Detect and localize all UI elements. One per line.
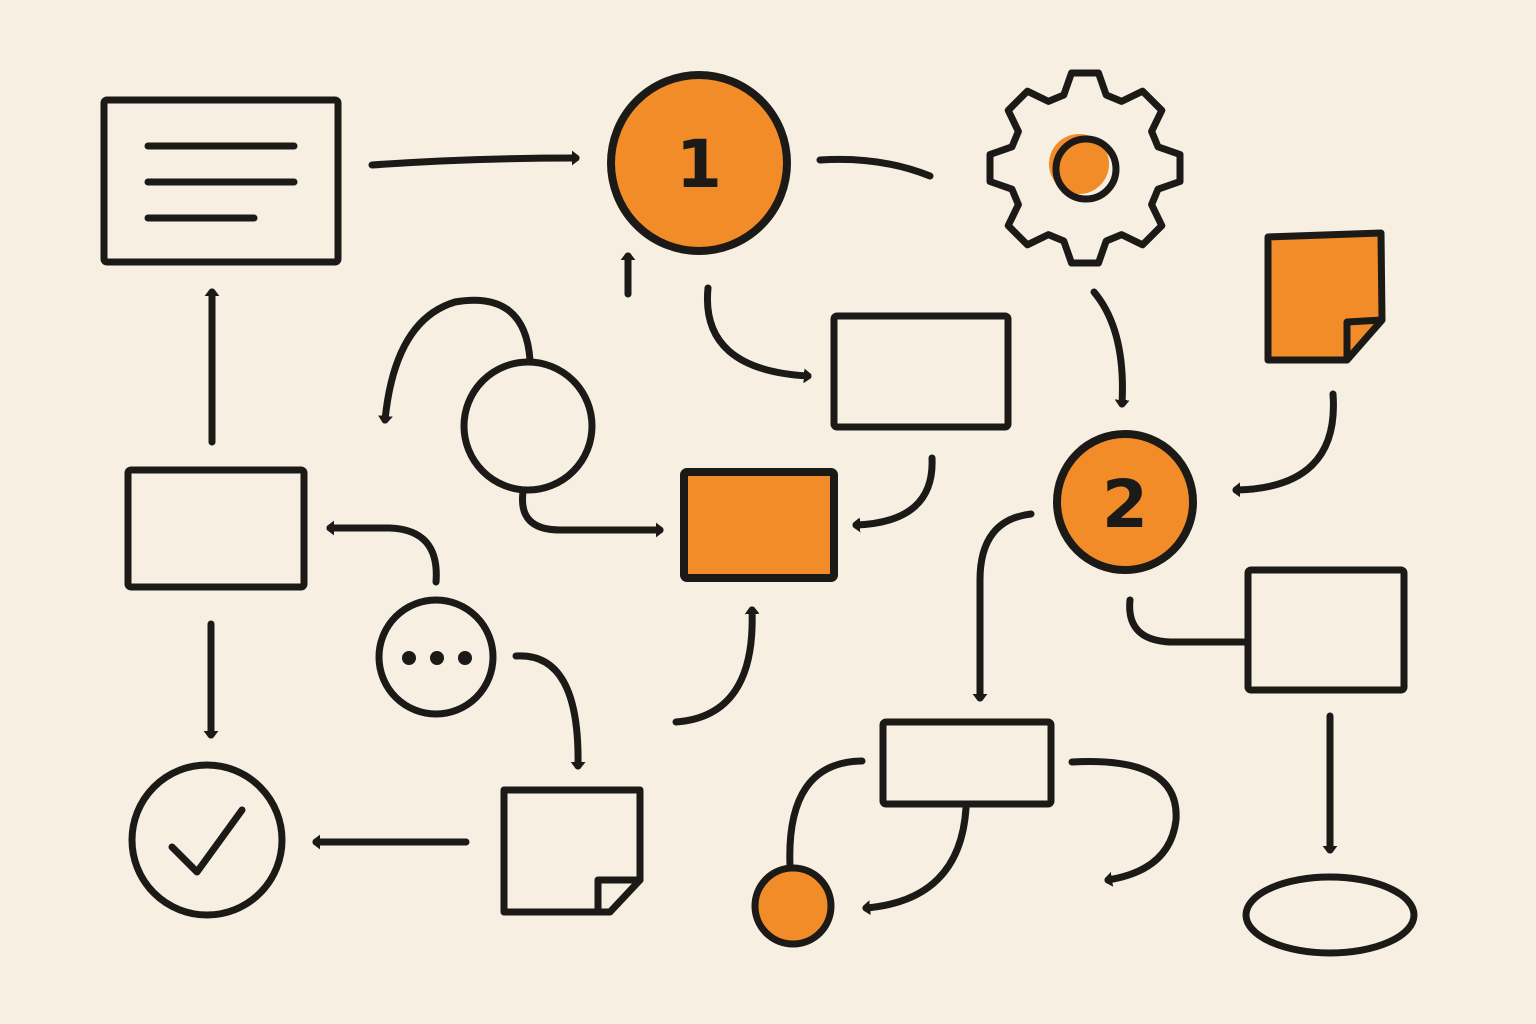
process-box-top	[830, 312, 1012, 431]
step-2-number: 2	[1102, 466, 1148, 543]
line-step1-to-gear	[816, 155, 934, 180]
line-step2-to-right-box	[1126, 596, 1252, 646]
step-2-node: 2	[1053, 430, 1197, 574]
process-box-bottom	[879, 718, 1055, 808]
arrow-box-to-small-node	[862, 804, 970, 908]
small-orange-node	[751, 864, 835, 948]
gear-icon	[986, 69, 1184, 267]
arrow-speech-to-box	[326, 528, 440, 586]
arrow-to-highlight-up	[672, 606, 752, 726]
line-box-to-small-node	[786, 757, 866, 870]
step-1-number: 1	[676, 126, 722, 203]
orange-note-icon	[1264, 229, 1386, 364]
terminal-ellipse	[1242, 873, 1418, 957]
process-box-left	[124, 466, 308, 591]
arrow-note-to-step2	[1232, 390, 1337, 490]
note-icon	[500, 786, 644, 916]
arrow-loop-to-box	[518, 488, 664, 530]
step-1-node: 1	[607, 71, 791, 255]
speech-bubble-icon	[375, 596, 497, 718]
process-box-right	[1244, 566, 1408, 694]
connectors	[211, 158, 1333, 908]
highlighted-box	[680, 468, 838, 582]
arrow-speech-to-note	[512, 652, 578, 770]
arrow-step2-to-box	[980, 510, 1035, 702]
checkmark-icon	[128, 761, 286, 919]
arrow-box-right-curve	[1068, 757, 1180, 880]
arrow-box-to-highlight	[852, 454, 936, 525]
arrow-step1-to-box	[703, 284, 812, 376]
arrow-loop-arc	[385, 296, 534, 424]
document-box	[100, 96, 342, 266]
arrow-gear-to-step2	[1090, 288, 1122, 408]
arrow-doc-to-step1	[368, 158, 580, 165]
